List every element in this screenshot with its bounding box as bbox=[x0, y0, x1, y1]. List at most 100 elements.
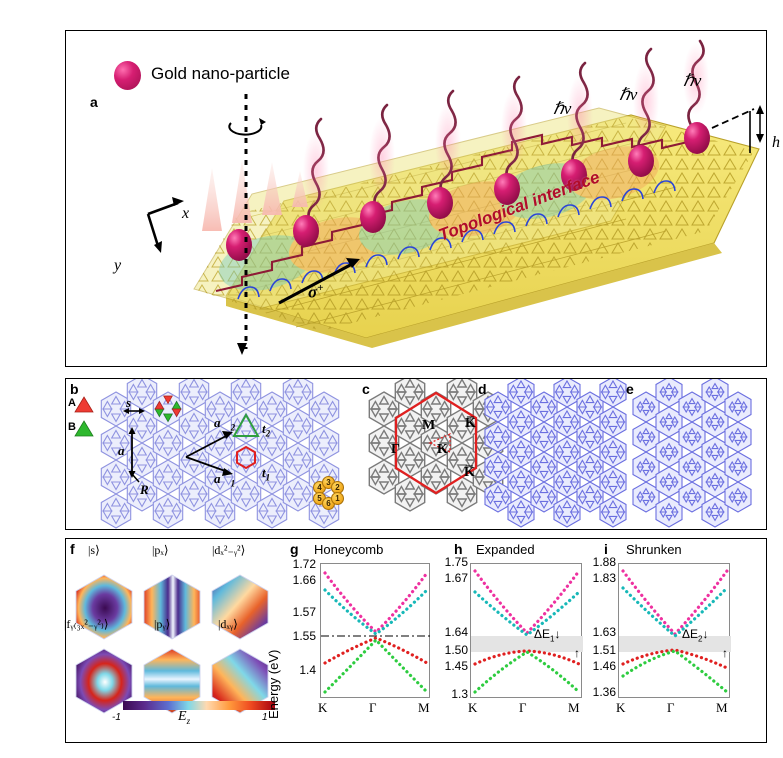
t2-triangle-icon bbox=[232, 412, 260, 437]
photon-label-3: ℏν bbox=[553, 99, 572, 118]
photon-glow bbox=[303, 43, 709, 211]
bz-label-K: K bbox=[437, 442, 448, 457]
band-red bbox=[323, 636, 429, 665]
bandgap-region bbox=[619, 636, 731, 652]
panel-bcde-illustration bbox=[74, 374, 752, 529]
panel-g-ytick-0: 1.72 bbox=[292, 557, 316, 571]
panel-i-label: i bbox=[604, 541, 608, 557]
orbital-label-s: |s⟩ bbox=[88, 543, 100, 557]
panel-i-ytick-4: 1.46 bbox=[592, 659, 616, 673]
band-magenta bbox=[473, 569, 581, 636]
panel-h-gap-arrow-up: ↑ bbox=[574, 646, 580, 660]
sigma-plus-label: σ+ bbox=[308, 282, 324, 302]
orbital-label-px: |pₓ⟩ bbox=[152, 543, 169, 557]
panel-a-canvas bbox=[66, 31, 768, 368]
panel-i-bands bbox=[619, 569, 731, 694]
bz-label-Kbar-bottom: K̅ bbox=[464, 465, 475, 480]
colorbar-max-label: 1 bbox=[262, 712, 268, 723]
gold-nanoparticles bbox=[226, 122, 710, 261]
s-label: s bbox=[126, 395, 132, 410]
panel-h-ytick-0: 1.75 bbox=[444, 555, 468, 569]
band-magenta bbox=[323, 571, 429, 635]
band-green bbox=[621, 649, 729, 694]
panel-b-label: b bbox=[70, 381, 79, 397]
panel-b-legend-icons bbox=[74, 396, 94, 437]
panel-g-xtick-Gamma: Γ bbox=[369, 700, 377, 715]
dashed-vertical-axis-icon bbox=[237, 94, 248, 355]
bz-label-M: M bbox=[422, 418, 436, 433]
panel-i-plot bbox=[618, 563, 731, 698]
panel-h-label: h bbox=[454, 541, 463, 557]
panel-g-plot bbox=[320, 563, 431, 698]
panel-h-plot bbox=[470, 563, 583, 698]
panel-fghi-modes-bands: f bbox=[64, 538, 767, 743]
panel-a-illustration bbox=[146, 39, 764, 355]
panel-h-ytick-2: 1.64 bbox=[444, 625, 468, 639]
panel-h-xtick-M: M bbox=[568, 700, 580, 715]
legend-label-A: A bbox=[68, 397, 76, 409]
panel-h-ytick-1: 1.67 bbox=[444, 571, 468, 585]
height-marker-icon bbox=[711, 105, 764, 153]
colorbar bbox=[123, 701, 275, 710]
xy-axis-icon bbox=[146, 197, 184, 253]
panel-d-lattice bbox=[484, 376, 627, 528]
panel-h-ytick-5: 1.3 bbox=[451, 687, 468, 701]
band-magenta bbox=[621, 569, 729, 637]
panel-i-ytick-2: 1.63 bbox=[592, 625, 616, 639]
axis-y-label: y bbox=[114, 257, 122, 274]
orbital-label-fy3x2y2: |fᵧ₍₃ₓ²₋ᵧ²₎⟩ bbox=[64, 617, 109, 631]
brillouin-zone-outline bbox=[394, 391, 478, 495]
panel-g-bands bbox=[321, 571, 431, 694]
panel-i-ytick-3: 1.51 bbox=[592, 643, 616, 657]
spin-arrow-icons bbox=[237, 180, 676, 300]
rotation-arrow-icon bbox=[228, 118, 266, 136]
a-label: a bbox=[118, 443, 125, 458]
a2-vector-label: a⃗2 bbox=[214, 415, 236, 433]
band-green bbox=[323, 637, 429, 694]
orbital-label-dx2y2: |dₓ²₋ᵧ²⟩ bbox=[212, 543, 246, 557]
panel-g-title: Honeycomb bbox=[314, 542, 384, 557]
panel-g-xtick-M: M bbox=[418, 700, 430, 715]
band-green bbox=[473, 650, 581, 694]
panel-b-lattice bbox=[100, 374, 340, 529]
panel-h-ytick-4: 1.45 bbox=[444, 659, 468, 673]
panel-h-bands bbox=[471, 569, 583, 694]
panel-h-xtick-K: K bbox=[468, 700, 478, 715]
R-label: R bbox=[140, 482, 149, 497]
panel-g-label: g bbox=[290, 541, 299, 557]
R-marker-icon bbox=[131, 473, 140, 483]
band-cyan bbox=[621, 586, 729, 639]
t1-hexagon-icon bbox=[236, 445, 256, 470]
panel-i-xtick-Gamma: Γ bbox=[667, 700, 675, 715]
panel-g-ytick-1: 1.66 bbox=[292, 573, 316, 587]
gold-nanoparticle-legend-icon bbox=[114, 61, 141, 90]
panel-i-gap-label: ΔE2↓ bbox=[682, 627, 709, 644]
sigma-plus-arrow-icon bbox=[278, 258, 360, 305]
panel-d-label: d bbox=[478, 381, 487, 397]
colorbar-quantity-label: Ez bbox=[178, 709, 191, 726]
s-arrow-icon bbox=[123, 408, 145, 414]
bz-label-Gamma: Γ bbox=[391, 442, 400, 457]
photon-label-1: ℏν bbox=[683, 71, 702, 90]
panel-i-ytick-5: 1.36 bbox=[592, 685, 616, 699]
band-cyan bbox=[323, 588, 429, 636]
bz-label-Kbar-top: K̅ bbox=[465, 416, 476, 431]
panel-f-label: f bbox=[70, 541, 75, 557]
panel-h-ytick-3: 1.50 bbox=[444, 643, 468, 657]
height-label: h bbox=[772, 134, 780, 151]
panel-i-ytick-1: 1.83 bbox=[592, 571, 616, 585]
panel-i-ytick-0: 1.88 bbox=[592, 555, 616, 569]
panel-g-ytick-4: 1.4 bbox=[299, 663, 316, 677]
t2-label: t2 bbox=[262, 421, 271, 439]
panel-e-label: e bbox=[626, 381, 634, 397]
legend-label-B: B bbox=[68, 421, 76, 433]
panel-g-ytick-2: 1.57 bbox=[292, 605, 316, 619]
panel-c-label: c bbox=[362, 381, 370, 397]
lattice-vectors-icon bbox=[185, 431, 233, 476]
panel-h-gap-label: ΔE1↓ bbox=[534, 627, 561, 644]
panel-a-label: a bbox=[90, 94, 98, 110]
photon-label-2: ℏν bbox=[619, 85, 638, 104]
orbital-label-py: |pᵧ⟩ bbox=[154, 617, 171, 631]
panel-h-title: Expanded bbox=[476, 542, 535, 557]
colorbar-min-label: -1 bbox=[112, 712, 121, 723]
